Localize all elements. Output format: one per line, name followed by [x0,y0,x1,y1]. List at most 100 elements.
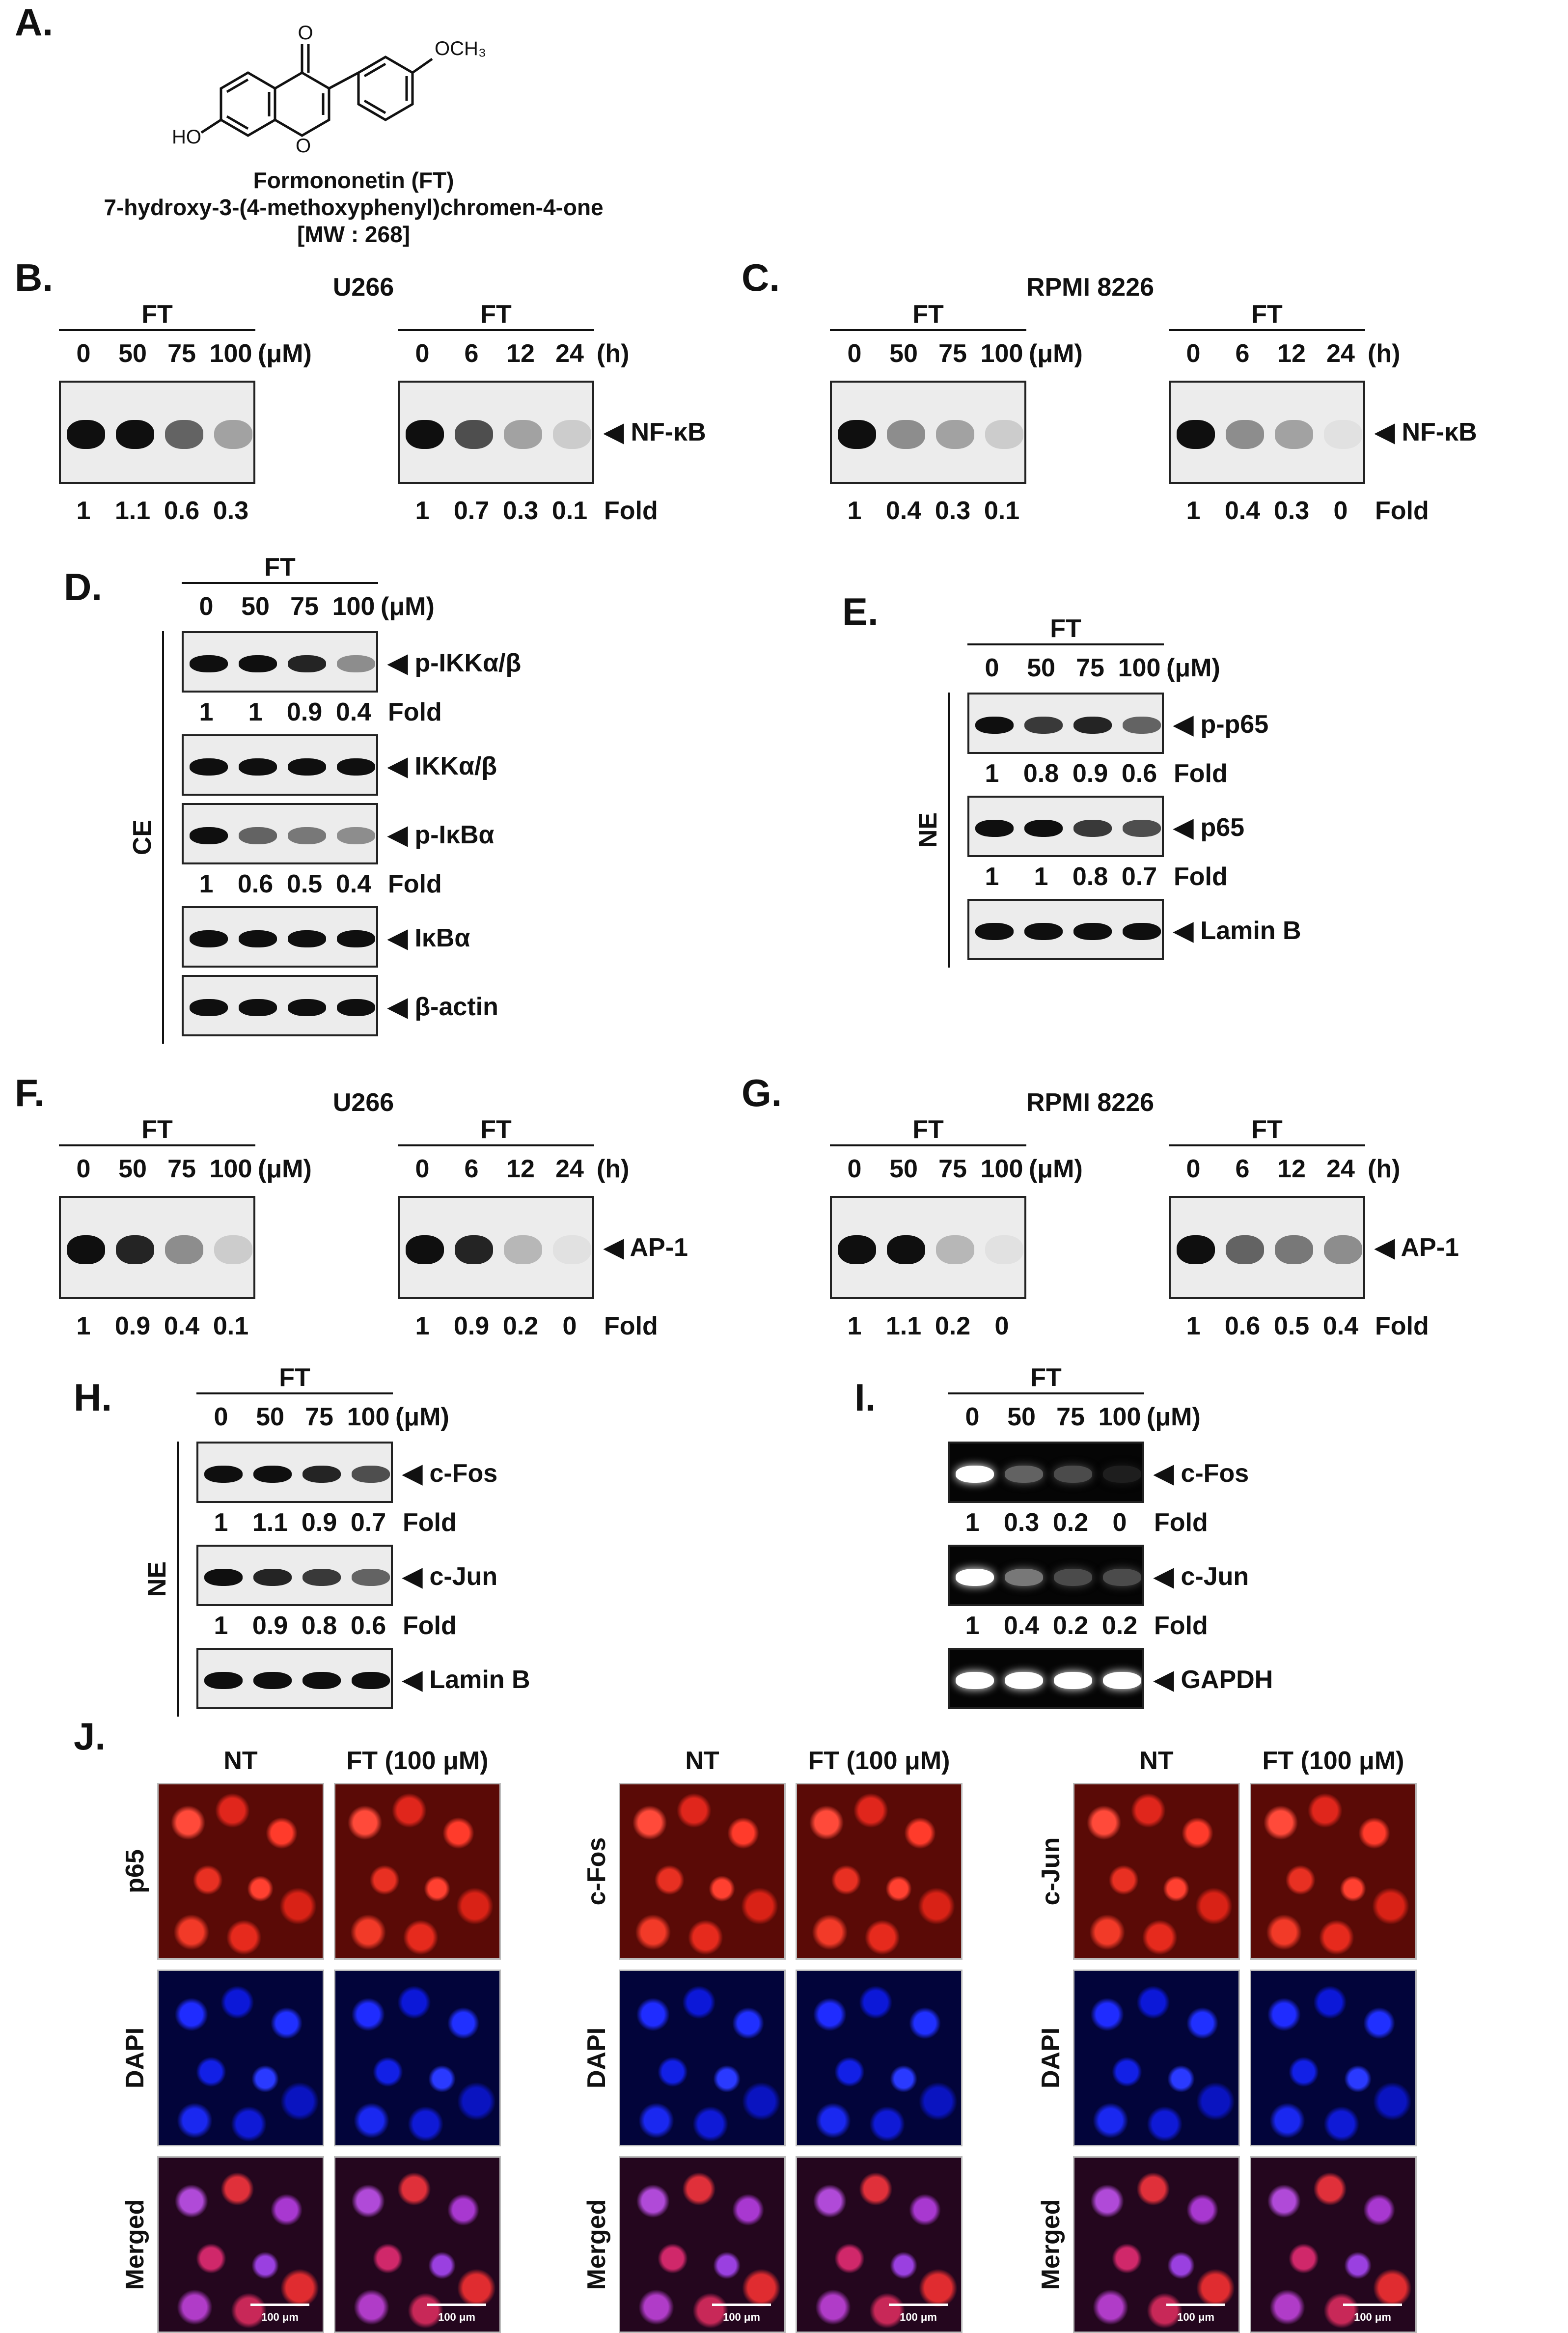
panel-e-row-0-fold-0: 1 [985,759,999,788]
panel-a-label: A. [15,0,53,44]
j-col-ft-2: FT (100 μM) [1262,1747,1404,1775]
panel-f-dose-blot-band-2 [165,1235,203,1264]
panel-c-dose-fold-1: 0.4 [885,497,922,525]
panel-g-time-blot-band-1 [1226,1235,1264,1264]
panel-b-dose-ft-line [59,329,255,331]
panel-i-row-1-fold-3: 0.2 [1101,1611,1138,1640]
j-scalebar-0-0 [250,2304,309,2306]
panel-b-dose-unit: (μM) [258,339,312,368]
panel-d-blot-1 [182,734,378,796]
panel-g-time-blot-band-2 [1275,1235,1313,1264]
panel-f-time-ft-line [398,1144,594,1146]
panel-f-dose-fold-1: 0.9 [114,1312,151,1340]
panel-d-ft-line [182,582,378,584]
panel-d-blot-2-band-0 [190,827,228,844]
panel-i-row-label-1: ◀ c-Jun [1154,1562,1249,1591]
panel-g-dose-fold-3: 0 [994,1312,1009,1340]
panel-f-time-blot-band-0 [406,1235,444,1264]
panel-h-row-0-fold-1: 1.1 [252,1508,288,1537]
panel-i-blot-0-band-2 [1054,1466,1092,1483]
j-micrograph-0-1-0 [157,1970,324,2146]
panel-c-dose-col-3: 100 [980,339,1023,368]
panel-i-blot-2-band-2 [1054,1672,1092,1689]
panel-d-blot-2-band-3 [337,827,375,844]
panel-e-blot-0-band-0 [975,717,1014,734]
j-row-label-0-0: p65 [121,1849,149,1893]
panel-d-row-label-2: ◀ p-IκBα [388,821,495,849]
panel-d-blot-3-band-2 [288,930,326,947]
panel-g-dose-col-3: 100 [980,1155,1023,1183]
panel-b-time-fold-0: 1 [415,497,430,525]
panel-f-dose-col-0: 0 [76,1155,91,1183]
panel-g-label: G. [742,1071,782,1114]
panel-b-dose-blot [59,381,255,484]
j-scale-text-1-1: 100 μm [900,2311,937,2323]
panel-c-time-ft-label: FT [1251,300,1283,329]
panel-e-col-0: 0 [985,654,999,682]
panel-g-dose-unit: (μM) [1029,1155,1083,1183]
j-micrograph-1-0-0 [619,1783,786,1960]
panel-h-blot-0 [196,1442,393,1503]
panel-g-dose-col-2: 75 [938,1155,967,1183]
panel-e-row-0-fold-1: 0.8 [1023,759,1059,788]
panel-d-row-label-0: ◀ p-IKKα/β [388,649,522,677]
panel-i-row-1-fold-label: Fold [1154,1611,1208,1640]
panel-c-time-blot-band-1 [1226,420,1264,449]
panel-d-col-3: 100 [332,592,375,621]
atom-o-ring: O [296,135,311,157]
panel-b-dose-blot-band-2 [165,420,203,449]
panel-e-side-line [948,693,950,968]
j-micrograph-2-2-0 [1073,2156,1240,2333]
panel-i-col-0: 0 [965,1403,980,1431]
panel-h-blot-0-band-0 [204,1466,243,1483]
j-col-ft-0: FT (100 μM) [346,1747,489,1775]
panel-i-blot-1-band-2 [1054,1569,1092,1586]
panel-f-time-ft-label: FT [480,1115,512,1144]
panel-d-row-label-3: ◀ IκBα [388,924,470,952]
panel-e-row-0-fold-2: 0.9 [1072,759,1108,788]
panel-e-row-label-0: ◀ p-p65 [1174,710,1269,739]
panel-f-dose-unit: (μM) [258,1155,312,1183]
panel-h-side-line [177,1442,179,1717]
panel-d-side-line [162,631,164,1044]
panel-d-blot-0-band-1 [239,655,277,672]
panel-e-blot-2-band-1 [1024,923,1063,940]
panel-d-blot-2-band-1 [239,827,277,844]
panel-b-time-col-0: 0 [415,339,430,368]
j-scale-text-2-0: 100 μm [1177,2311,1214,2323]
panel-f-time-col-0: 0 [415,1155,430,1183]
panel-f-time-fold-2: 0.2 [502,1312,539,1340]
panel-g-time-ft-label: FT [1251,1115,1283,1144]
panel-f-time-blot-band-1 [455,1235,493,1264]
panel-b-label: B. [15,256,53,299]
panel-e-blot-1-band-2 [1073,820,1112,837]
panel-c-time-fold-label: Fold [1375,497,1429,525]
panel-h-blot-2-band-3 [352,1672,390,1689]
panel-e-row-1-fold-2: 0.8 [1072,862,1108,891]
panel-c-dose-blot-band-0 [838,420,876,449]
panel-g-dose-fold-2: 0.2 [935,1312,971,1340]
panel-g-time-fold-label: Fold [1375,1312,1429,1340]
panel-d-col-2: 75 [290,592,319,621]
panel-b-dose-fold-3: 0.3 [213,497,249,525]
panel-c-time-unit: (h) [1368,339,1401,368]
panel-f-dose-fold-3: 0.1 [213,1312,249,1340]
panel-i-col-3: 100 [1098,1403,1141,1431]
panel-d-blot-1-band-1 [239,758,277,776]
panel-g-time-fold-2: 0.5 [1273,1312,1310,1340]
panel-b-time-col-3: 24 [555,339,584,368]
panel-c-dose-col-1: 50 [889,339,918,368]
panel-h-ft-line [196,1392,393,1394]
j-micrograph-0-0-1 [334,1783,501,1960]
panel-i-label: I. [854,1376,876,1419]
panel-f-band-label: ◀ AP-1 [604,1233,688,1262]
panel-e-col-1: 50 [1027,654,1055,682]
panel-c-dose-ft-line [830,329,1026,331]
panel-d-row-2-fold-3: 0.4 [335,870,372,898]
panel-c-dose-ft-label: FT [912,300,944,329]
panel-b-time-col-1: 6 [464,339,479,368]
panel-e-row-0-fold-label: Fold [1174,759,1228,788]
panel-e-blot-0-band-1 [1024,717,1063,734]
panel-d-blot-0-band-2 [288,655,326,672]
atom-oh: HO [172,126,201,148]
